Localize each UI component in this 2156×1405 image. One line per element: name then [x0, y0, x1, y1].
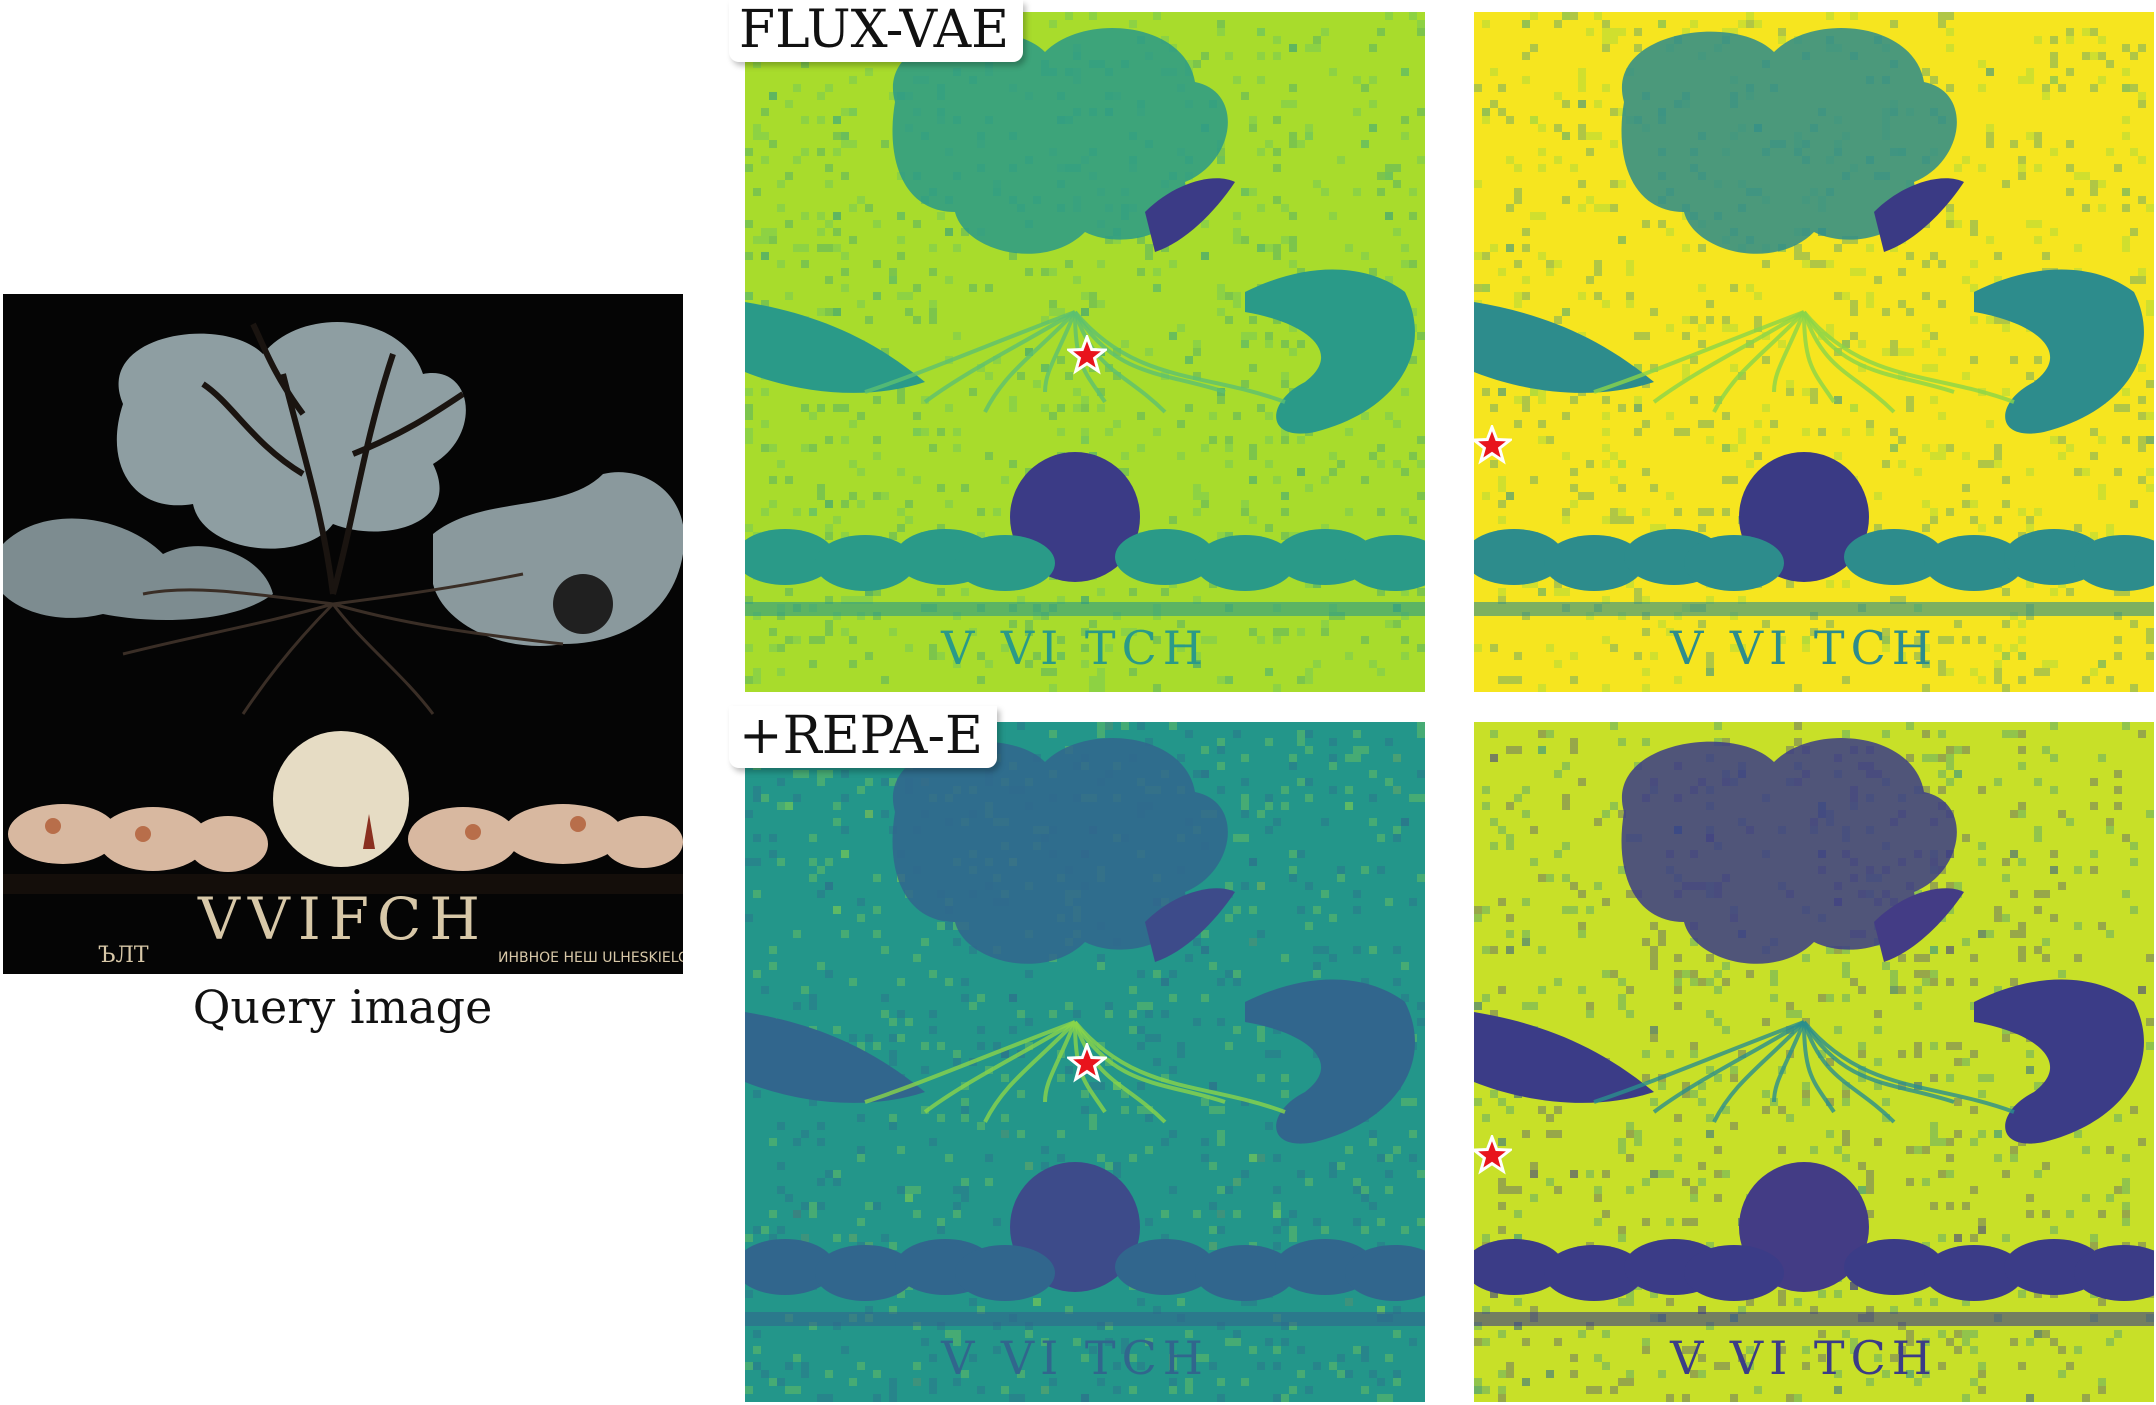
row-label-repa-e: +REPA-E: [729, 706, 997, 768]
heatmap-repa-e-left: V VI TCH: [1474, 722, 2154, 1402]
svg-text:V VI TCH: V VI TCH: [940, 1331, 1209, 1385]
svg-text:V VI TCH: V VI TCH: [940, 621, 1209, 675]
query-point-star-icon: [1472, 425, 1512, 465]
row-label-flux-vae: FLUX-VAE: [729, 0, 1024, 62]
query-point-star-icon: [1067, 1043, 1107, 1083]
query-point-star-icon: [1067, 335, 1107, 375]
svg-text:V VI TCH: V VI TCH: [1669, 1331, 1938, 1385]
svg-text:V VI TCH: V VI TCH: [1669, 621, 1938, 675]
query-point-star-icon: [1472, 1135, 1512, 1175]
query-small-text-left: ЪЛТ: [98, 943, 149, 968]
query-small-text-right: ИНВНОЕ НЕШ ULHESKIELO: [498, 950, 683, 966]
query-image-caption: Query image: [192, 980, 493, 1034]
heatmap-flux-vae-left: V VI TCH: [1474, 12, 2154, 692]
query-title-text: VVIFCH: [197, 885, 488, 953]
query-image: VVIFCH ЪЛТ ИНВНОЕ НЕШ ULHESKIELO: [3, 294, 683, 974]
heatmap-flux-vae-left-svg: V VI TCH: [1474, 12, 2154, 692]
query-image-illustration: VVIFCH ЪЛТ ИНВНОЕ НЕШ ULHESKIELO: [3, 294, 683, 974]
heatmap-repa-e-left-svg: V VI TCH: [1474, 722, 2154, 1402]
